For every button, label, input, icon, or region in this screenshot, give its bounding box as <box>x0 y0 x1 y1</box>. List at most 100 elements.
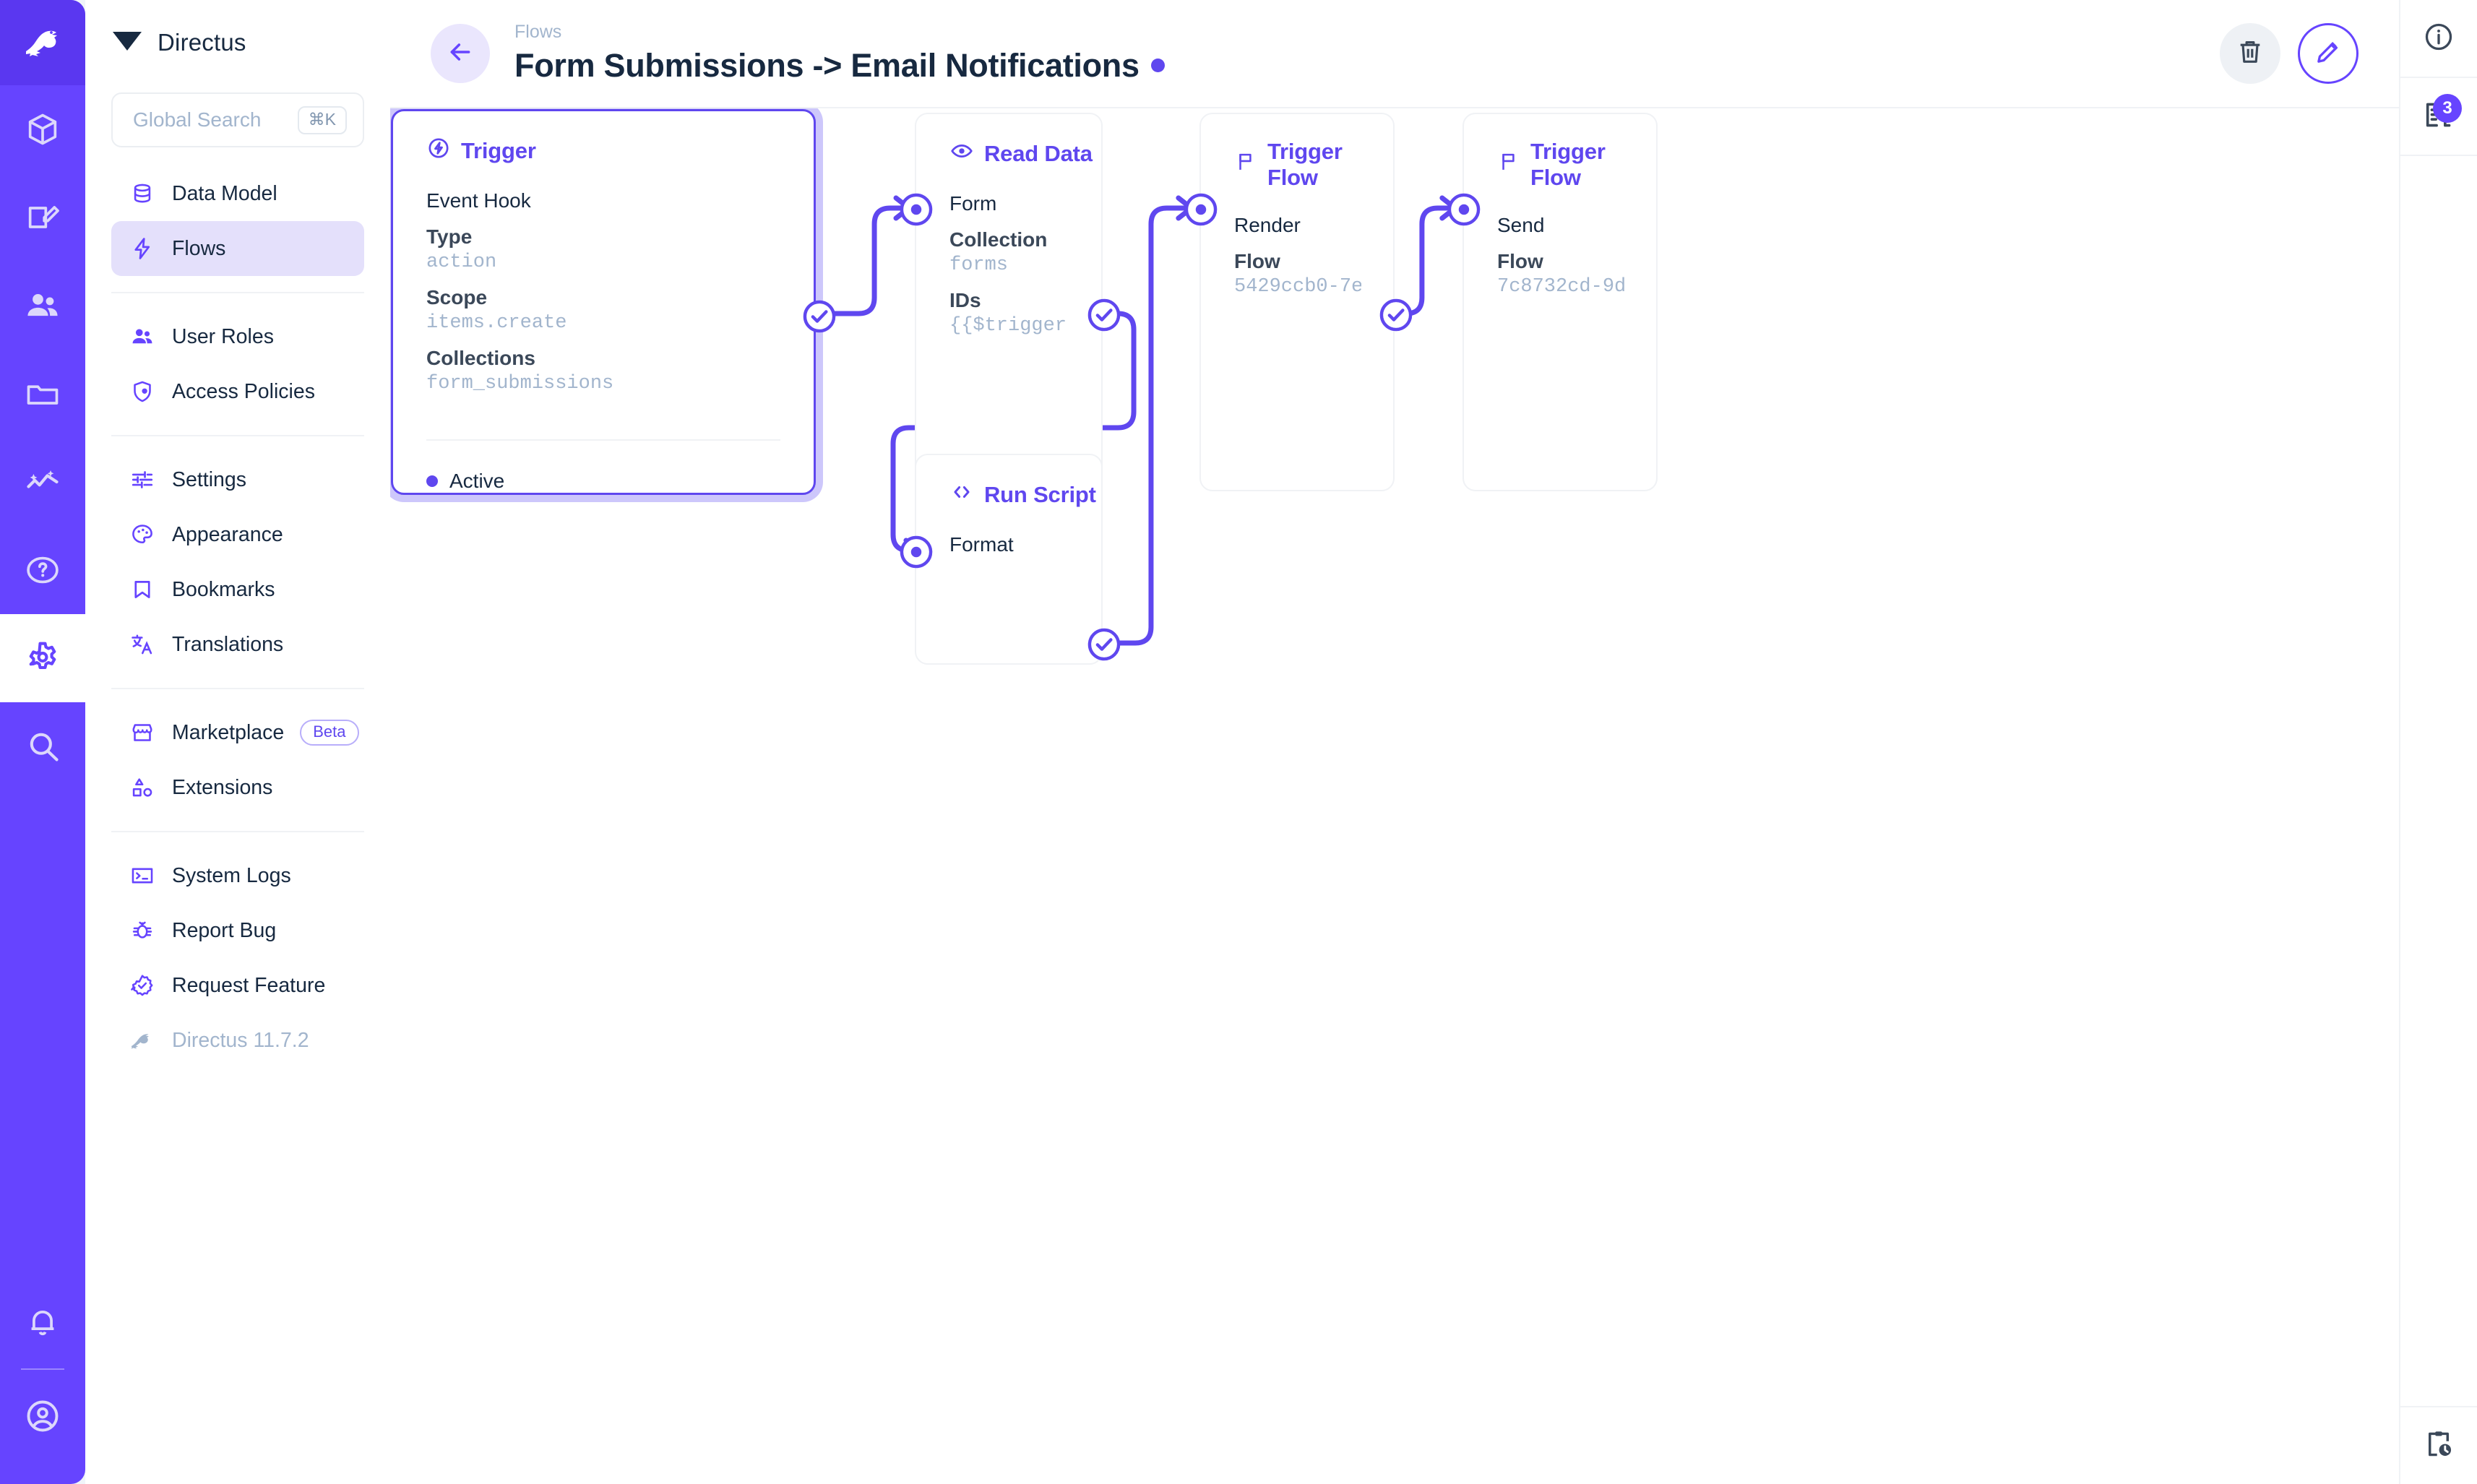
header-actions <box>2220 23 2358 84</box>
sidebar-item-label: Translations <box>172 632 284 656</box>
module-rail <box>0 0 85 1484</box>
sidebar-group-3: Marketplace Beta Extensions <box>85 705 390 815</box>
flow-node-trigger[interactable]: Trigger Event Hook Type action Scope ite… <box>391 109 836 495</box>
node-footer-sep <box>393 439 814 441</box>
sidebar-item-label: Request Feature <box>172 973 326 997</box>
handle-trigger-resolve[interactable] <box>799 296 840 337</box>
node-body: Render Flow 5429ccb0-7e97-4ef5-9d65-2b… <box>1201 191 1393 298</box>
eye-icon <box>949 139 974 169</box>
rail-item-docs[interactable] <box>0 526 85 614</box>
flow-node-trigger-flow-render[interactable]: Trigger Flow Render Flow 5429ccb0-7e97-4… <box>1184 113 1413 491</box>
handle-run-script-input[interactable] <box>896 532 936 572</box>
flow-node-read-data[interactable]: Read Data Form Collection forms IDs {{$t… <box>900 113 1121 491</box>
sidebar-item-label: Marketplace <box>172 720 285 744</box>
node-field-value: action <box>426 251 497 273</box>
sidebar-item-bookmarks[interactable]: Bookmarks <box>111 562 364 617</box>
node-body: Event Hook Type action Scope items.creat… <box>393 166 814 394</box>
sidebar-item-data-model[interactable]: Data Model <box>111 166 364 221</box>
node-title-row: Trigger Flow <box>1201 114 1393 191</box>
node-title: Trigger <box>461 138 536 163</box>
active-status-dot <box>426 475 438 487</box>
global-search-input[interactable]: Global Search ⌘K <box>111 92 364 147</box>
rail-item-notifications[interactable] <box>0 1286 85 1358</box>
node-title-row: Trigger <box>393 111 814 166</box>
flow-logs-button[interactable]: 3 <box>2400 78 2477 156</box>
sidebar-group-2: Settings Appearance <box>85 452 390 672</box>
handle-trigger-flow-render-input[interactable] <box>1181 189 1221 230</box>
gear-icon <box>24 639 61 677</box>
flow-canvas[interactable]: Trigger Event Hook Type action Scope ite… <box>390 108 2399 1484</box>
sidebar-item-report-bug[interactable]: Report Bug <box>111 903 364 958</box>
arrow-left-icon <box>446 38 475 70</box>
node-field-value: 5429ccb0-7e97-4ef5-9d65-2b… <box>1234 276 1361 298</box>
node-field-label: Collections <box>426 347 535 369</box>
delete-flow-button[interactable] <box>2220 23 2280 84</box>
sidebar-divider <box>111 831 364 832</box>
flag-icon <box>1497 150 1520 179</box>
edit-flow-button[interactable] <box>2298 23 2358 84</box>
node-field-label: Flow <box>1497 250 1543 272</box>
sidebar-item-translations[interactable]: Translations <box>111 617 364 672</box>
sidebar-item-label: User Roles <box>172 324 274 348</box>
sidebar-item-system-logs[interactable]: System Logs <box>111 848 364 903</box>
rail-item-search[interactable] <box>0 702 85 790</box>
handle-trigger-flow-render-resolve[interactable] <box>1376 295 1416 335</box>
sidebar-version-item: Directus 11.7.2 <box>111 1013 364 1068</box>
flow-node-run-script[interactable]: Run Script Format <box>900 454 1121 665</box>
bookmark-icon <box>129 576 156 603</box>
handle-run-script-resolve[interactable] <box>1084 624 1124 665</box>
sidebar-group-0: Data Model Flows <box>85 166 390 276</box>
handle-read-data-resolve[interactable] <box>1084 295 1124 335</box>
question-circle-icon <box>24 551 61 589</box>
node-subtitle: Form <box>949 192 997 215</box>
sidebar-item-label: Data Model <box>172 181 277 205</box>
code-brackets-icon <box>949 480 974 510</box>
pencil-icon <box>2313 37 2343 71</box>
rail-item-editor[interactable] <box>0 173 85 262</box>
palette-icon <box>129 521 156 548</box>
rail-item-content[interactable] <box>0 85 85 173</box>
sidebar-item-extensions[interactable]: Extensions <box>111 760 364 815</box>
back-button[interactable] <box>431 24 490 83</box>
sidebar-item-marketplace[interactable]: Marketplace Beta <box>111 705 364 760</box>
module-rail-bottom <box>0 1286 85 1484</box>
node-title-row: Trigger Flow <box>1464 114 1656 191</box>
people-icon <box>24 287 61 324</box>
node-field-value: {{$trigger.payload.form}} <box>949 315 1069 337</box>
user-circle-icon <box>24 1397 61 1435</box>
translate-icon <box>129 631 156 658</box>
edit-square-icon <box>24 199 61 236</box>
breadcrumb[interactable]: Flows <box>514 22 562 43</box>
rail-item-settings[interactable] <box>0 614 85 702</box>
sidebar-divider <box>111 688 364 689</box>
sidebar-item-flows[interactable]: Flows <box>111 221 364 276</box>
right-sidebar: 3 <box>2399 0 2477 1484</box>
sidebar-item-label: Extensions <box>172 775 273 799</box>
handle-trigger-flow-send-input[interactable] <box>1444 189 1484 230</box>
node-body: Form Collection forms IDs {{$trigger.pay… <box>916 169 1101 337</box>
directus-mark-icon <box>111 30 143 56</box>
rail-item-files[interactable] <box>0 350 85 438</box>
node-title: Trigger Flow <box>1530 139 1606 190</box>
sidebar-item-label: Settings <box>172 467 246 491</box>
logs-count-badge: 3 <box>2433 94 2462 123</box>
sidebar-item-access-policies[interactable]: Access Policies <box>111 364 364 419</box>
node-subtitle: Format <box>949 533 1014 556</box>
activity-button[interactable] <box>2400 1406 2477 1484</box>
rail-item-account[interactable] <box>0 1380 85 1452</box>
sidebar-item-user-roles[interactable]: User Roles <box>111 309 364 364</box>
info-panel-button[interactable] <box>2400 0 2477 78</box>
node-body: Send Flow 7c8732cd-9d9e-44be <box>1464 191 1656 298</box>
sidebar-item-appearance[interactable]: Appearance <box>111 507 364 562</box>
directus-logo-button[interactable] <box>0 0 85 85</box>
sidebar-item-settings[interactable]: Settings <box>111 452 364 507</box>
node-subtitle: Event Hook <box>426 189 531 212</box>
flow-node-trigger-flow-send[interactable]: Trigger Flow Send Flow 7c8732cd-9d9e-44b… <box>1447 113 1658 491</box>
sidebar-item-request-feature[interactable]: Request Feature <box>111 958 364 1013</box>
main-area: Flows Form Submissions -> Email Notifica… <box>390 0 2399 1484</box>
rail-item-insights[interactable] <box>0 438 85 526</box>
handle-read-data-input[interactable] <box>896 189 936 230</box>
directus-rabbit-icon <box>129 1027 156 1054</box>
rail-item-users[interactable] <box>0 262 85 350</box>
